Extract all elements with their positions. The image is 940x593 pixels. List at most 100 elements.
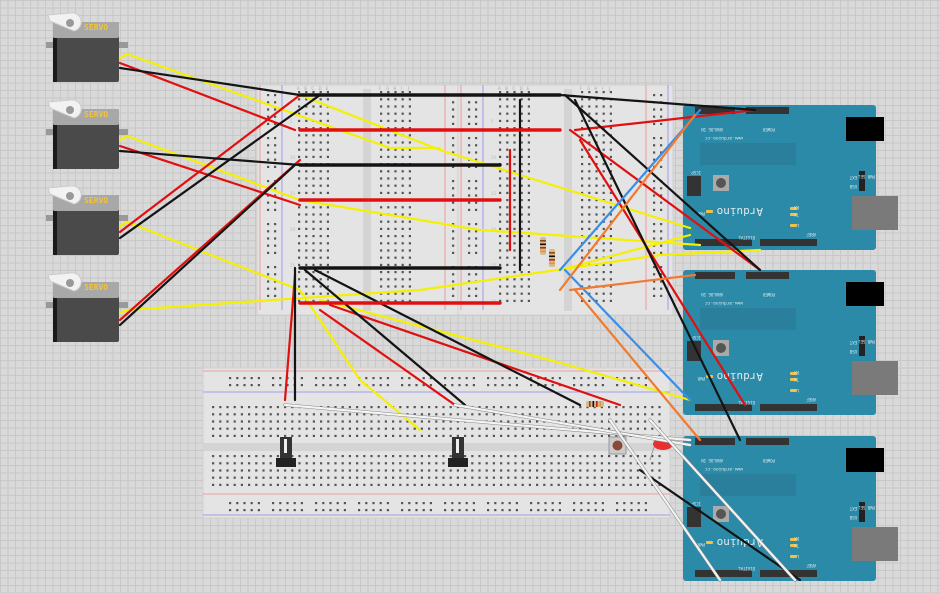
- breadboard-hole[interactable]: [528, 469, 531, 472]
- analog-header[interactable]: [695, 272, 735, 279]
- servo-horn[interactable]: [47, 12, 82, 32]
- breadboard-hole[interactable]: [520, 242, 523, 245]
- breadboard-hole[interactable]: [276, 455, 279, 458]
- breadboard-hole[interactable]: [420, 469, 423, 472]
- breadboard-hole[interactable]: [322, 377, 325, 380]
- breadboard-hole[interactable]: [530, 384, 533, 387]
- breadboard-hole[interactable]: [262, 406, 265, 409]
- breadboard-hole[interactable]: [513, 170, 516, 173]
- breadboard-hole[interactable]: [379, 509, 382, 512]
- breadboard-hole[interactable]: [415, 384, 418, 387]
- breadboard-hole[interactable]: [435, 469, 438, 472]
- breadboard-hole[interactable]: [456, 476, 459, 479]
- breadboard-hole[interactable]: [506, 177, 509, 180]
- breadboard-hole[interactable]: [536, 469, 539, 472]
- breadboard-hole[interactable]: [475, 158, 478, 161]
- breadboard-hole[interactable]: [660, 165, 663, 168]
- breadboard-hole[interactable]: [422, 502, 425, 505]
- breadboard-hole[interactable]: [564, 420, 567, 423]
- breadboard-hole[interactable]: [380, 148, 383, 151]
- digital-header-low[interactable]: [695, 570, 752, 577]
- breadboard-hole[interactable]: [415, 502, 418, 505]
- breadboard-hole[interactable]: [274, 208, 277, 211]
- breadboard-hole[interactable]: [305, 242, 308, 245]
- wire-yellow[interactable]: [558, 233, 692, 272]
- breadboard-hole[interactable]: [319, 191, 322, 194]
- breadboard-hole[interactable]: [380, 227, 383, 230]
- breadboard-hole[interactable]: [408, 285, 411, 288]
- breadboard-hole[interactable]: [513, 98, 516, 101]
- breadboard-hole[interactable]: [593, 462, 596, 465]
- breadboard-hole[interactable]: [468, 187, 471, 190]
- breadboard-hole[interactable]: [557, 476, 560, 479]
- breadboard-hole[interactable]: [475, 251, 478, 254]
- breadboard-hole[interactable]: [550, 462, 553, 465]
- breadboard-hole[interactable]: [593, 434, 596, 437]
- breadboard-hole[interactable]: [513, 242, 516, 245]
- breadboard-hole[interactable]: [581, 127, 584, 130]
- breadboard-hole[interactable]: [530, 509, 533, 512]
- breadboard-hole[interactable]: [622, 455, 625, 458]
- breadboard-hole[interactable]: [442, 413, 445, 416]
- breadboard-hole[interactable]: [401, 271, 404, 274]
- breadboard-hole[interactable]: [508, 509, 511, 512]
- breadboard-hole[interactable]: [514, 476, 517, 479]
- breadboard-hole[interactable]: [506, 227, 509, 230]
- breadboard-hole[interactable]: [557, 434, 560, 437]
- breadboard-hole[interactable]: [387, 256, 390, 259]
- breadboard-hole[interactable]: [660, 251, 663, 254]
- breadboard-hole[interactable]: [653, 280, 656, 283]
- breadboard-hole[interactable]: [513, 177, 516, 180]
- breadboard-hole[interactable]: [468, 144, 471, 147]
- breadboard-hole[interactable]: [464, 434, 467, 437]
- breadboard-hole[interactable]: [326, 249, 329, 252]
- breadboard-hole[interactable]: [380, 112, 383, 115]
- breadboard-hole[interactable]: [305, 455, 308, 458]
- breadboard-hole[interactable]: [394, 134, 397, 137]
- breadboard-hole[interactable]: [478, 434, 481, 437]
- breadboard-hole[interactable]: [602, 191, 605, 194]
- breadboard-hole[interactable]: [475, 287, 478, 290]
- breadboard-hole[interactable]: [274, 201, 277, 204]
- breadboard-hole[interactable]: [506, 112, 509, 115]
- breadboard-hole[interactable]: [499, 242, 502, 245]
- breadboard-hole[interactable]: [588, 242, 591, 245]
- breadboard-hole[interactable]: [387, 191, 390, 194]
- breadboard-hole[interactable]: [452, 201, 455, 204]
- pushbutton-cap[interactable]: [612, 440, 623, 451]
- wire-blue[interactable]: [558, 108, 702, 272]
- breadboard-hole[interactable]: [408, 502, 411, 505]
- breadboard-hole[interactable]: [219, 427, 222, 430]
- breadboard-hole[interactable]: [305, 105, 308, 108]
- breadboard-hole[interactable]: [363, 434, 366, 437]
- breadboard-hole[interactable]: [658, 413, 661, 416]
- breadboard-hole[interactable]: [384, 434, 387, 437]
- breadboard-hole[interactable]: [499, 271, 502, 274]
- analog-header[interactable]: [695, 438, 735, 445]
- breadboard-hole[interactable]: [507, 434, 510, 437]
- breadboard-hole[interactable]: [326, 220, 329, 223]
- breadboard-hole[interactable]: [499, 235, 502, 238]
- reset-button-cap[interactable]: [716, 509, 726, 519]
- breadboard-hole[interactable]: [422, 384, 425, 387]
- breadboard-hole[interactable]: [312, 455, 315, 458]
- breadboard-hole[interactable]: [572, 469, 575, 472]
- breadboard-hole[interactable]: [312, 235, 315, 238]
- breadboard-hole[interactable]: [312, 91, 315, 94]
- breadboard-hole[interactable]: [581, 105, 584, 108]
- breadboard-hole[interactable]: [379, 377, 382, 380]
- breadboard-hole[interactable]: [602, 134, 605, 137]
- wire-black[interactable]: [118, 149, 302, 167]
- breadboard-hole[interactable]: [452, 251, 455, 254]
- breadboard-hole[interactable]: [544, 502, 547, 505]
- breadboard-hole[interactable]: [298, 256, 301, 259]
- breadboard-hole[interactable]: [305, 170, 308, 173]
- breadboard-hole[interactable]: [429, 384, 432, 387]
- breadboard-hole[interactable]: [520, 91, 523, 94]
- breadboard-hole[interactable]: [608, 462, 611, 465]
- breadboard-hole[interactable]: [394, 213, 397, 216]
- breadboard-hole[interactable]: [602, 170, 605, 173]
- breadboard-hole[interactable]: [413, 420, 416, 423]
- breadboard-hole[interactable]: [255, 469, 258, 472]
- breadboard-hole[interactable]: [435, 483, 438, 486]
